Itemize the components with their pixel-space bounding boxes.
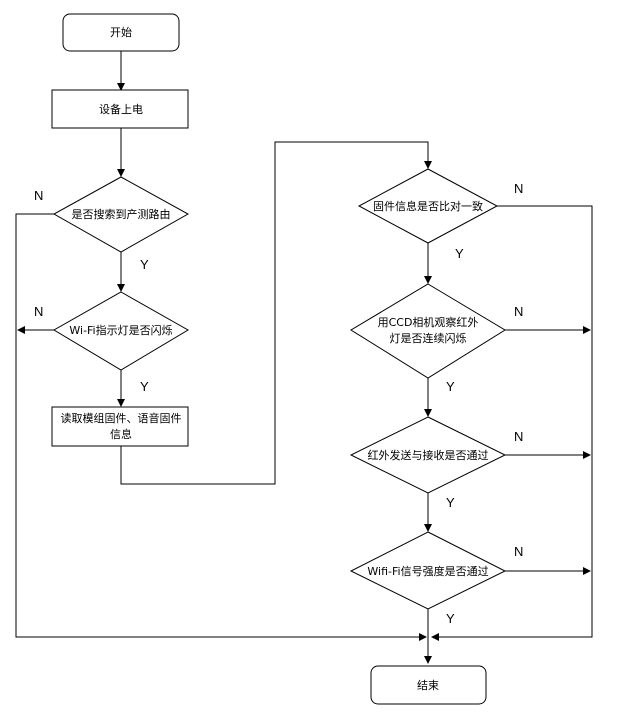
compare-yes-label: Y xyxy=(455,246,464,261)
read-firmware-label-line2: 信息 xyxy=(110,427,132,441)
wifi-blink-label: Wi-Fi指示灯是否闪烁 xyxy=(69,323,172,337)
read-firmware-node: 读取模组固件、语音固件 信息 xyxy=(51,406,189,447)
firmware-compare-label: 固件信息是否比对一致 xyxy=(373,199,483,213)
ccd-decision: 用CCD相机观察红外 灯是否连续闪烁 xyxy=(350,283,506,379)
ccd-yes-label: Y xyxy=(446,379,455,394)
start-label: 开始 xyxy=(110,25,132,39)
start-node: 开始 xyxy=(62,13,180,52)
ir-yes-label: Y xyxy=(446,495,455,510)
ccd-no-label: N xyxy=(514,304,523,319)
ir-no-label: N xyxy=(514,429,523,444)
search-no-label: N xyxy=(34,188,43,203)
signal-yes-label: Y xyxy=(446,611,455,626)
ccd-label-line1: 用CCD相机观察红外 xyxy=(378,315,479,329)
read-firmware-label-line1: 读取模组固件、语音固件 xyxy=(61,411,182,425)
search-router-label: 是否搜索到产测路由 xyxy=(72,207,171,221)
signal-no-label: N xyxy=(514,544,523,559)
wifi-signal-label: Wifi-Fi信号强度是否通过 xyxy=(367,564,488,578)
power-on-label: 设备上电 xyxy=(99,102,143,116)
blink-no-label: N xyxy=(34,304,43,319)
edge-read-to-compare xyxy=(120,141,432,485)
firmware-compare-decision: 固件信息是否比对一致 xyxy=(357,168,499,244)
wifi-blink-decision: Wi-Fi指示灯是否闪烁 xyxy=(53,291,189,371)
blink-yes-label: Y xyxy=(140,379,149,394)
search-yes-label: Y xyxy=(140,257,149,272)
wifi-signal-decision: Wifi-Fi信号强度是否通过 xyxy=(349,531,507,610)
edge-search-no xyxy=(15,213,427,641)
compare-no-label: N xyxy=(514,181,523,196)
power-on-node: 设备上电 xyxy=(51,89,189,129)
end-node: 结束 xyxy=(370,665,487,705)
ir-test-decision: 红外发送与接收是否通过 xyxy=(349,416,507,494)
ccd-label-line2: 灯是否连续闪烁 xyxy=(390,331,467,345)
ir-test-label: 红外发送与接收是否通过 xyxy=(368,448,489,462)
end-label: 结束 xyxy=(417,679,439,692)
edge-compare-no xyxy=(431,205,593,641)
search-router-decision: 是否搜索到产测路由 xyxy=(52,176,190,253)
